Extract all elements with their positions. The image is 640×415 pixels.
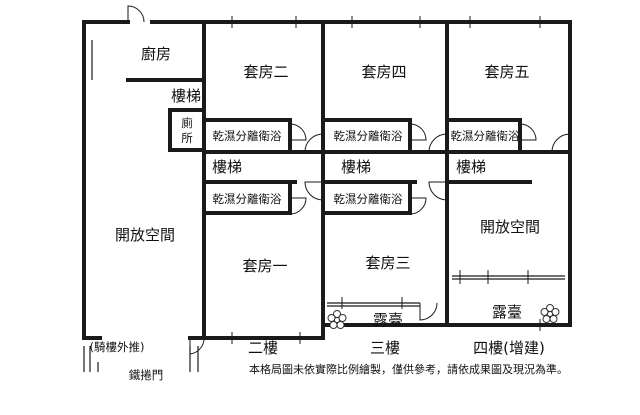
suite-three-label: 套房三 — [365, 254, 410, 272]
fourth-stairs-label: 樓梯 — [456, 158, 486, 176]
rolling-door-label: 鐵捲門 — [129, 368, 164, 382]
suite-four-label: 套房四 — [361, 63, 406, 81]
disclaimer-note: 本格局圖未依實際比例繪製，僅供參考，請依成果圖及現況為準。 — [249, 362, 568, 376]
flower-icon — [540, 304, 560, 323]
third-stairs-label: 樓梯 — [341, 158, 371, 176]
fourth-floor-label: 四樓(增建) — [473, 339, 545, 357]
fourth-balcony-label: 露臺 — [492, 303, 522, 321]
fourth-open-space-label: 開放空間 — [480, 218, 540, 236]
toilet-label-top: 廁 — [181, 116, 193, 130]
suite-two-label: 套房二 — [243, 63, 288, 81]
second-floor-label: 二樓 — [248, 339, 278, 357]
second-bath-top-label: 乾濕分離衛浴 — [213, 129, 282, 143]
second-floor-plan: 套房二 乾濕分離衛浴 樓梯 乾濕分離衛浴 套房一 二樓 — [202, 16, 325, 357]
third-bath-bottom-label: 乾濕分離衛浴 — [334, 192, 403, 206]
suite-one-label: 套房一 — [242, 257, 287, 275]
third-balcony-label: 露臺 — [373, 311, 403, 329]
flower-icon — [327, 310, 347, 329]
ground-stairs-label: 樓梯 — [171, 87, 201, 105]
suite-five-label: 套房五 — [484, 63, 529, 81]
second-bath-bottom-label: 乾濕分離衛浴 — [213, 192, 282, 206]
kitchen-label: 廚房 — [141, 45, 171, 63]
ground-open-space-label: 開放空間 — [115, 226, 175, 244]
fourth-floor-plan: 套房五 乾濕分離衛浴 樓梯 開放空間 露臺 四樓(增建) — [445, 16, 572, 357]
third-floor-plan: 套房四 乾濕分離衛浴 樓梯 乾濕分離衛浴 套房三 露臺 三樓 — [321, 16, 449, 357]
toilet-label-bottom: 所 — [181, 131, 193, 145]
ground-floor-plan: 廚房 樓梯 廁 所 開放空間 (騎樓外推) 鐵捲門 — [82, 5, 206, 382]
third-floor-label: 三樓 — [370, 339, 400, 357]
third-bath-top-label: 乾濕分離衛浴 — [334, 129, 403, 143]
arcade-extension-label: (騎樓外推) — [90, 340, 145, 354]
fourth-bath-label: 乾濕分離衛浴 — [451, 129, 520, 143]
second-stairs-label: 樓梯 — [212, 158, 242, 176]
